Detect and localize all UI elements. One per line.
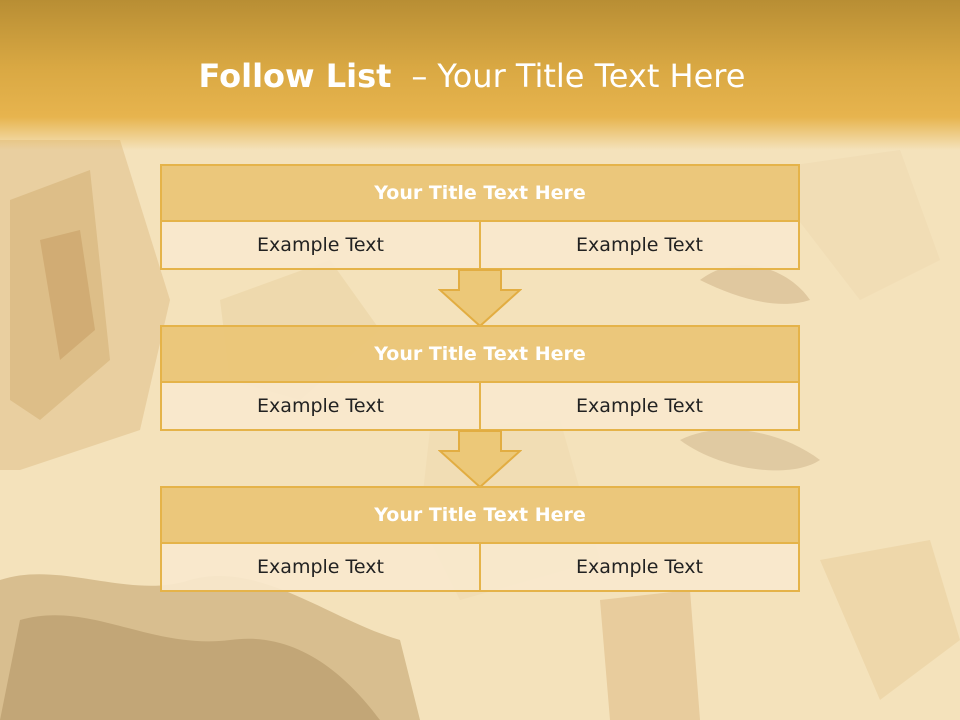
list-block-1: Your Title Text Here Example Text Exampl… — [160, 164, 800, 270]
block-row: Example Text Example Text — [162, 544, 798, 590]
slide-title-main: Follow List — [198, 57, 392, 95]
header-band — [0, 0, 960, 150]
list-block-2: Your Title Text Here Example Text Exampl… — [160, 325, 800, 431]
block-cell-right: Example Text — [481, 383, 798, 429]
block-row: Example Text Example Text — [162, 222, 798, 268]
block-cell-right: Example Text — [481, 222, 798, 268]
block-cell-left: Example Text — [162, 544, 481, 590]
slide-title-separator: – — [411, 57, 428, 95]
block-row: Example Text Example Text — [162, 383, 798, 429]
block-title: Your Title Text Here — [162, 488, 798, 544]
down-arrow-icon — [438, 269, 522, 328]
block-cell-left: Example Text — [162, 222, 481, 268]
down-arrow-icon — [438, 430, 522, 489]
block-cell-right: Example Text — [481, 544, 798, 590]
block-title: Your Title Text Here — [162, 166, 798, 222]
list-block-3: Your Title Text Here Example Text Exampl… — [160, 486, 800, 592]
slide-title: Follow List–Your Title Text Here — [0, 52, 944, 100]
block-cell-left: Example Text — [162, 383, 481, 429]
block-title: Your Title Text Here — [162, 327, 798, 383]
slide-title-rest: Your Title Text Here — [437, 57, 746, 95]
